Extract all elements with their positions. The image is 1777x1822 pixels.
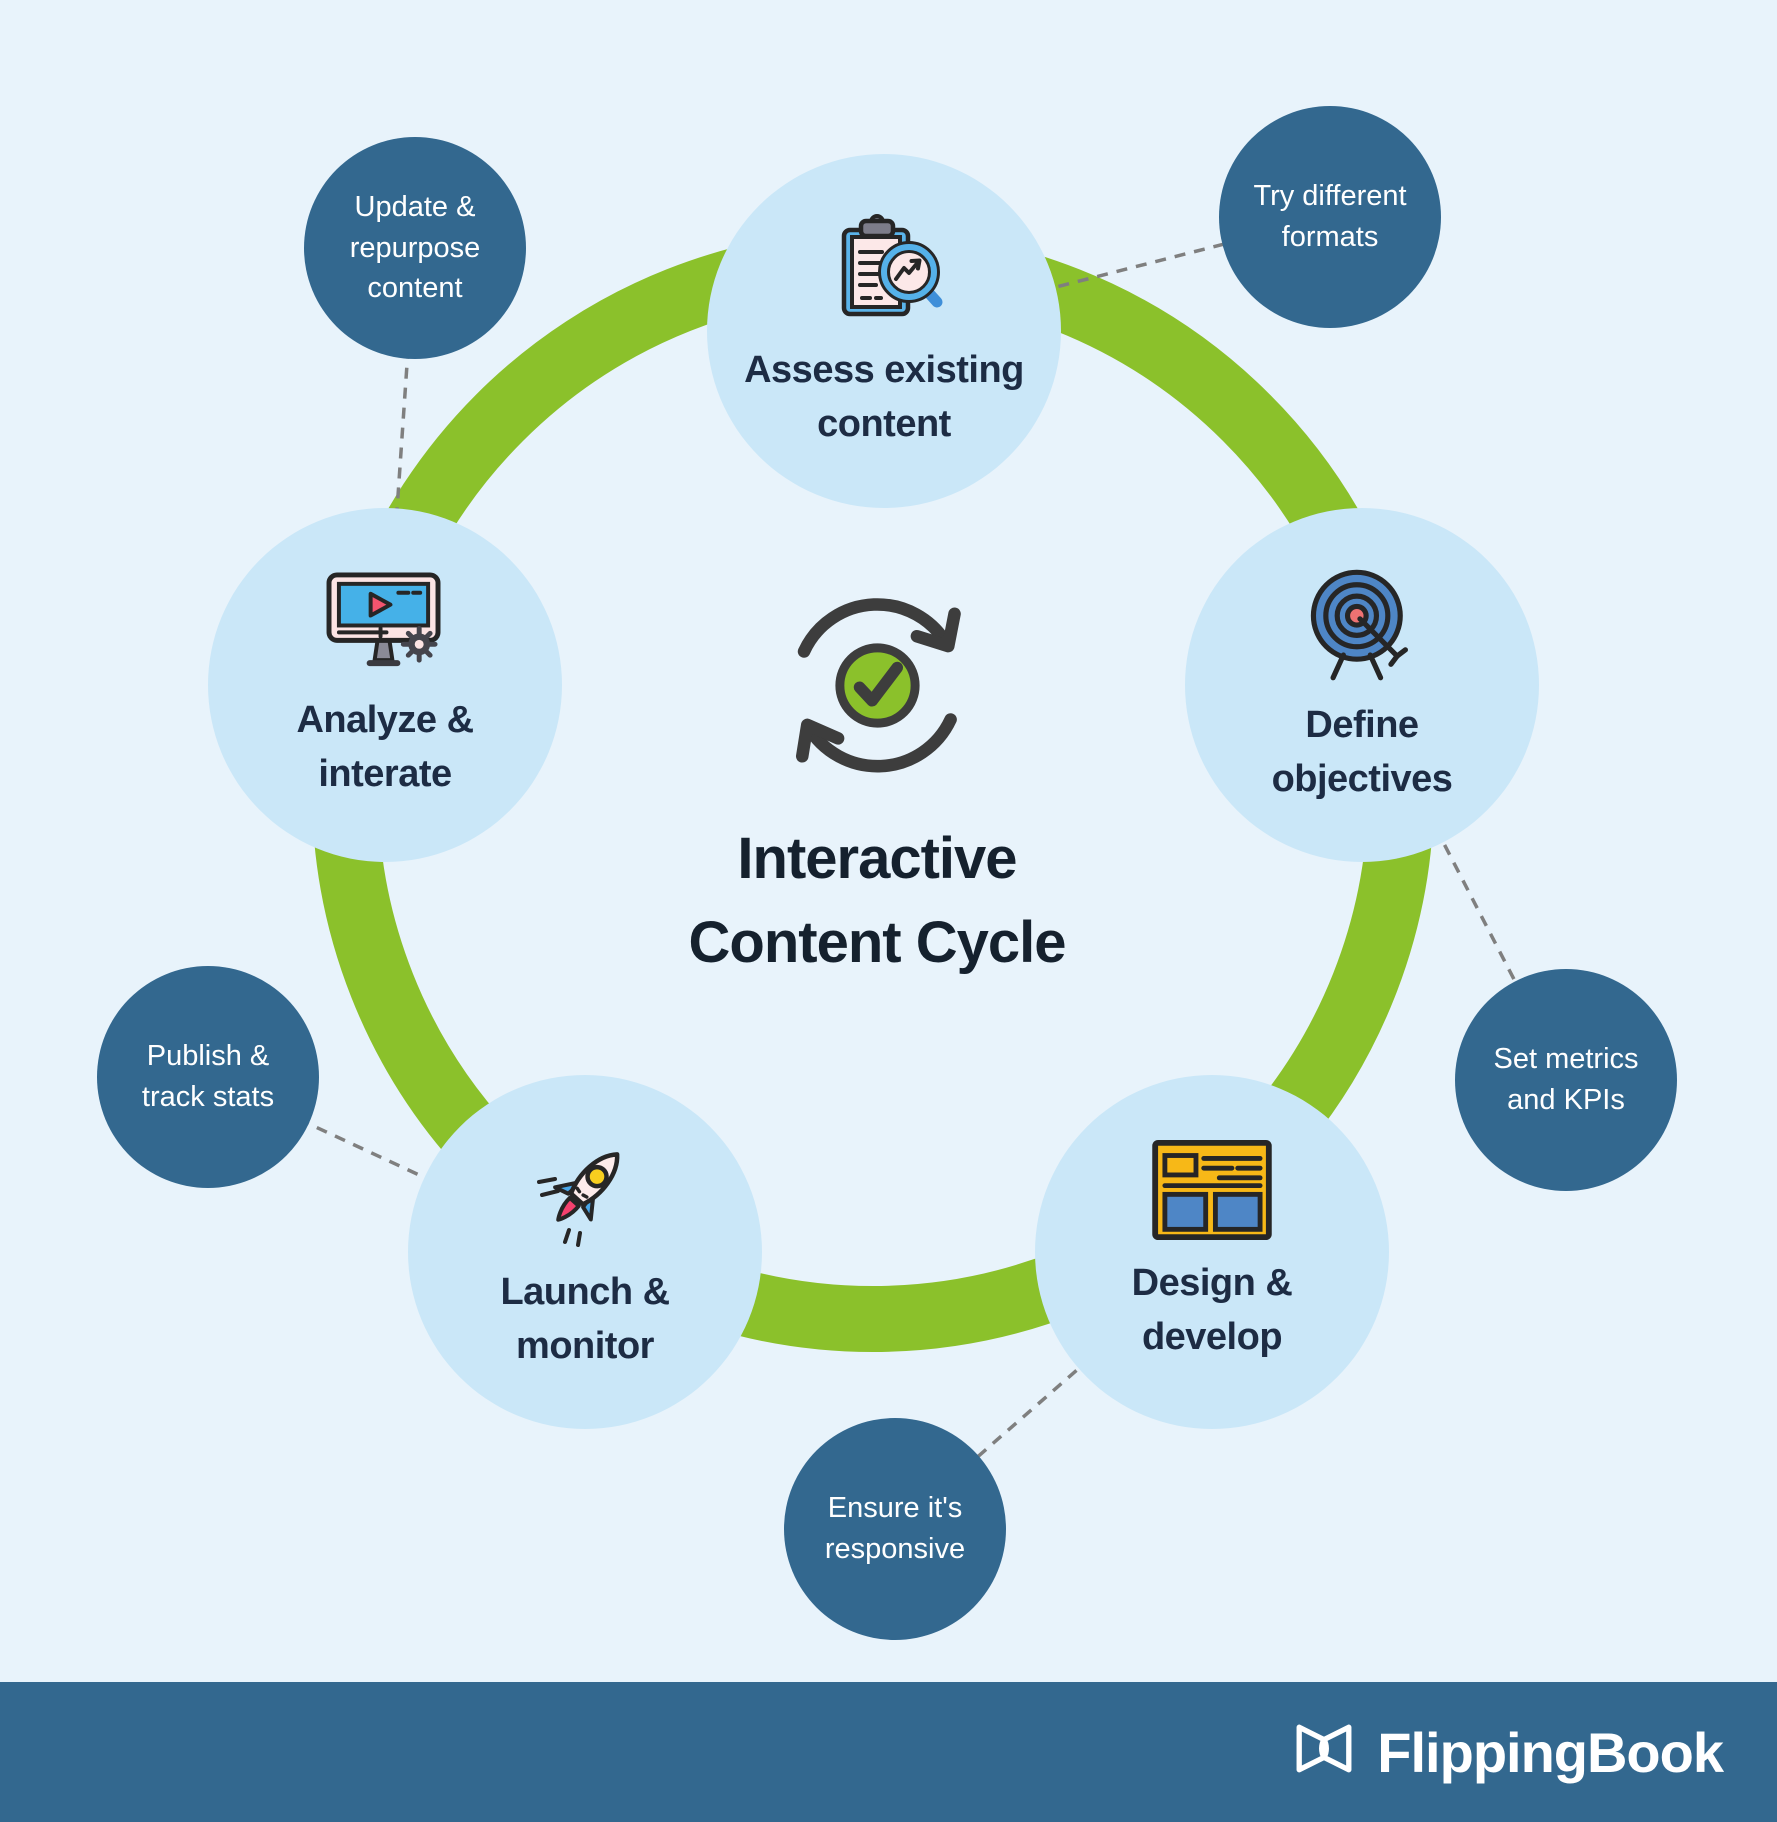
node-label-assess: Assess existing content (744, 349, 1024, 445)
node-assess-existing-content: Assess existing content (707, 154, 1061, 508)
callout-update-repurpose-content: Update & repurpose content (304, 137, 526, 359)
video-monitor-gear-icon (326, 572, 441, 666)
center-block: Interactive Content Cycle (577, 578, 1177, 985)
callout-publish-track-stats: Publish & track stats (97, 966, 319, 1188)
callout-label: Try different formats (1253, 180, 1407, 253)
footer-bar: FlippingBook (0, 1682, 1777, 1822)
webpage-wireframe-icon (1152, 1140, 1272, 1241)
cycle-arrows-check-icon (795, 598, 961, 773)
page-title: Interactive Content Cycle (688, 826, 1067, 976)
callout-try-different-formats: Try different formats (1219, 106, 1441, 328)
node-label-design: Design & develop (1131, 1262, 1293, 1358)
node-analyze-interate: Analyze & interate (208, 508, 562, 862)
node-launch-monitor: Launch & monitor (408, 1075, 762, 1429)
node-label-launch: Launch & monitor (500, 1271, 670, 1367)
callout-label: Publish & track stats (141, 1040, 275, 1113)
node-label-analyze: Analyze & interate (296, 698, 474, 795)
flippingbook-logo-icon (1296, 1724, 1352, 1773)
callout-label: Set metrics and KPIs (1493, 1043, 1639, 1116)
callout-label: Update & repurpose content (349, 191, 481, 305)
target-dart-icon (1310, 569, 1408, 680)
callout-set-metrics-kpis: Set metrics and KPIs (1455, 969, 1677, 1191)
clipboard-magnifier-icon (841, 214, 943, 317)
node-define-objectives: Define objectives (1185, 508, 1539, 862)
node-label-define: Define objectives (1271, 703, 1453, 800)
node-design-develop: Design & develop (1035, 1075, 1389, 1429)
brand-wordmark: FlippingBook (1377, 1720, 1724, 1784)
callout-ensure-responsive: Ensure it's responsive (784, 1418, 1006, 1640)
callout-label: Ensure it's responsive (824, 1492, 966, 1565)
rocket-icon (537, 1152, 620, 1248)
